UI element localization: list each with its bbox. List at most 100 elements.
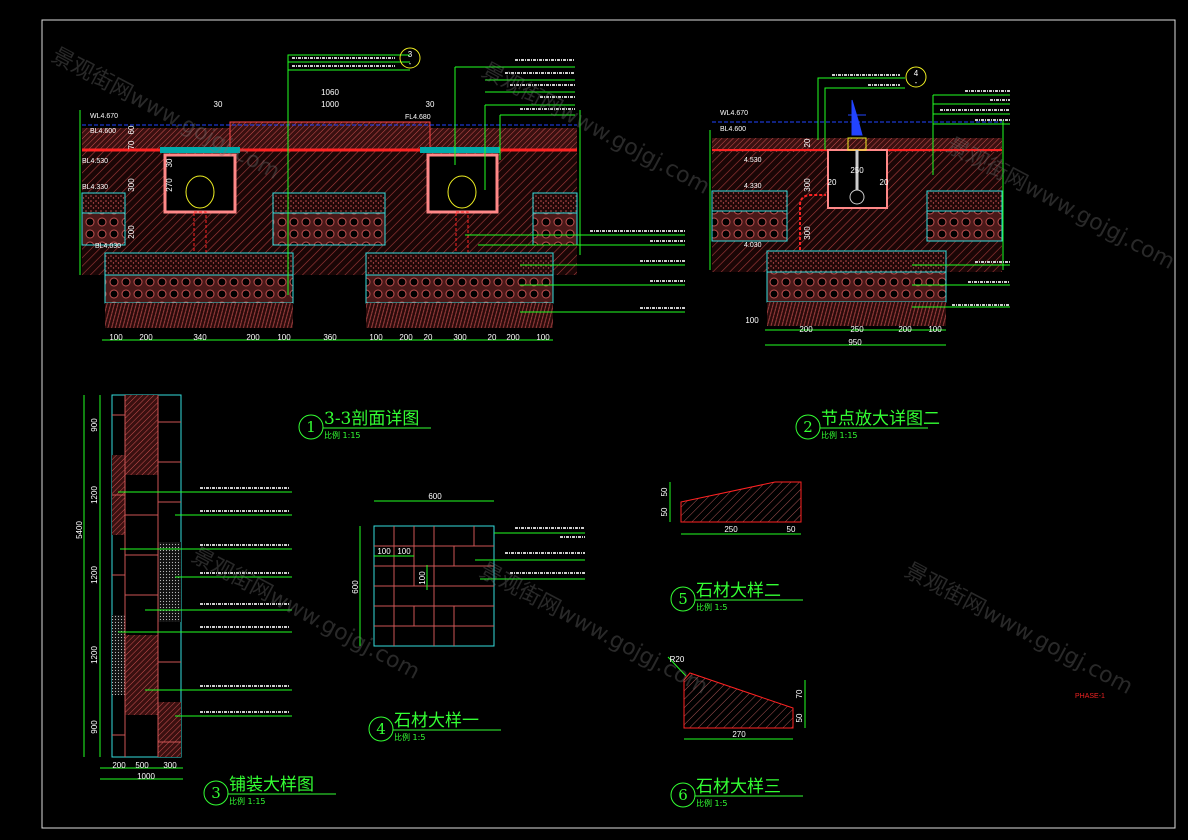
elevation-label: WL4.670 xyxy=(720,110,748,117)
watermark: 景观街网www.gojgj.com xyxy=(900,558,1137,700)
detail-number: 2 xyxy=(803,418,813,436)
dimension-label: 30 xyxy=(165,158,174,167)
callout-number: 3 xyxy=(408,50,413,59)
detail-number: 1 xyxy=(306,418,316,436)
callout-sub: - xyxy=(409,59,412,68)
dimension-label: 200 xyxy=(112,761,126,770)
raised-stone-slab xyxy=(229,121,431,151)
dimension-label: 900 xyxy=(90,720,99,734)
dimension-label: 1200 xyxy=(90,646,99,664)
detail-number-circle xyxy=(298,414,324,440)
elevation-label: 4.030 xyxy=(744,242,762,249)
dimension-label: 100 xyxy=(928,325,942,334)
detail-number: 5 xyxy=(678,590,688,608)
dimension-label: 20 xyxy=(424,333,433,342)
dimension-label: 70 xyxy=(127,140,136,149)
dimension-label: 30 xyxy=(214,100,223,109)
annotation-notes xyxy=(832,74,1010,306)
dimension-label: 100 xyxy=(277,333,291,342)
foundation xyxy=(766,250,947,326)
dimension-label: 500 xyxy=(135,761,149,770)
dimension-label: 340 xyxy=(193,333,207,342)
section-6-stone-detail-three[interactable] xyxy=(667,656,806,740)
watermark: 景观街网www.gojgj.com xyxy=(475,558,712,700)
detail-scale: 比例 1:15 xyxy=(821,430,858,440)
detail-scale: 比例 1:15 xyxy=(229,796,266,806)
granite-band xyxy=(112,615,125,695)
drain-pipe-right xyxy=(447,175,477,209)
detail-number-circle xyxy=(670,782,696,808)
dimension-label: 1000 xyxy=(321,100,339,109)
dimension-label: 250 xyxy=(724,525,738,534)
elevation-label: BL4.600 xyxy=(90,128,116,135)
detail-number-circle xyxy=(368,716,394,742)
stone-band xyxy=(125,395,158,475)
detail-scale: 比例 1:15 xyxy=(324,430,361,440)
drawing-border xyxy=(41,19,1176,829)
annotation-notes xyxy=(505,527,585,574)
callout-circle[interactable] xyxy=(399,47,421,69)
dimension-label: 100 xyxy=(536,333,550,342)
section-3-paving-plan[interactable] xyxy=(83,394,292,780)
dimension-label: 50 xyxy=(660,507,669,516)
dimension-label: 360 xyxy=(323,333,337,342)
dimension-label: 70 xyxy=(795,689,804,698)
gravel-blocks xyxy=(81,192,578,246)
stone-band xyxy=(125,635,158,715)
dimension-lines xyxy=(669,482,801,535)
dimension-label: 950 xyxy=(848,338,862,347)
paving-joints xyxy=(112,395,181,757)
detail-title: 石材大样三 xyxy=(696,777,781,797)
dimension-label: 1060 xyxy=(321,88,339,97)
dimension-label: 50 xyxy=(787,525,796,534)
dimension-label: R20 xyxy=(670,655,685,664)
dimension-label: 20 xyxy=(828,178,837,187)
section-4-stone-detail-one[interactable] xyxy=(359,500,585,647)
dimension-label: 200 xyxy=(139,333,153,342)
stone-band xyxy=(158,702,181,757)
detail-title: 3-3剖面详图 xyxy=(324,409,419,429)
leader-lines xyxy=(83,395,292,780)
annotation-notes xyxy=(292,57,685,309)
red-stamp-label: PHASE-1 xyxy=(1075,693,1105,700)
dimension-label: 200 xyxy=(246,333,260,342)
dimension-label: 900 xyxy=(90,418,99,432)
drain-channel-right xyxy=(426,153,499,214)
callout-number: 4 xyxy=(914,69,919,78)
dimension-label: 60 xyxy=(127,125,136,134)
dimension-label: 300 xyxy=(453,333,467,342)
dimension-label: 270 xyxy=(165,178,174,192)
dimension-label: 50 xyxy=(795,713,804,722)
elevation-label: 4.530 xyxy=(744,157,762,164)
section-5-stone-detail-two[interactable] xyxy=(669,481,802,535)
detail-scale: 比例 1:5 xyxy=(394,732,425,742)
dimension-label: 270 xyxy=(732,730,746,739)
section-2-node-detail[interactable]: 4 - xyxy=(709,66,1010,346)
callout-sub: - xyxy=(915,78,918,87)
detail-title: 石材大样一 xyxy=(394,711,479,731)
detail-number: 4 xyxy=(376,720,386,738)
dimension-label: 300 xyxy=(803,226,812,240)
dimension-lines xyxy=(667,656,806,740)
dimension-label: 200 xyxy=(506,333,520,342)
watermark: 景观街网www.gojgj.com xyxy=(187,543,424,685)
detail-title: 石材大样二 xyxy=(696,581,781,601)
stone-profile xyxy=(683,672,794,729)
dimension-label: 100 xyxy=(109,333,123,342)
section-1-3-3-detail[interactable]: 3 - xyxy=(79,47,685,341)
dimension-label: 20 xyxy=(880,178,889,187)
dimension-label: 100 xyxy=(418,571,427,585)
grate-cover-right xyxy=(420,147,500,153)
callout-circle[interactable] xyxy=(905,66,927,88)
dimension-label: 300 xyxy=(127,178,136,192)
drain-pipe-left xyxy=(185,175,215,209)
dimension-label: 1200 xyxy=(90,566,99,584)
leader-lines xyxy=(709,77,1010,346)
elevation-label: FL4.680 xyxy=(405,114,431,121)
